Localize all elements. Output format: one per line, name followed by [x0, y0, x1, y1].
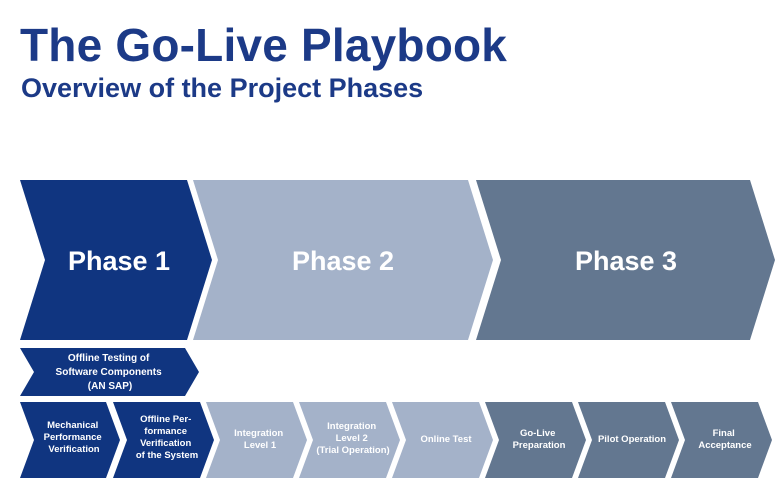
step-chevron-6: [485, 402, 586, 478]
step-1-line-3: Verification: [48, 444, 99, 455]
step-6-line-2: Preparation: [513, 440, 566, 451]
step-2-line-1: Offline Per-: [140, 414, 191, 425]
step-chevron-3: [206, 402, 307, 478]
phase-3-label: Phase 3: [575, 246, 677, 276]
step-label-7: Pilot Operation: [598, 434, 666, 445]
step-chevron-8: [671, 402, 772, 478]
step-5-line-1: Online Test: [420, 434, 472, 445]
subphase-line-2: Software Components: [56, 367, 163, 378]
subphase-chevron: [20, 348, 199, 396]
step-2-line-3: Verification: [140, 438, 191, 449]
step-2-line-4: of the System: [136, 450, 198, 461]
phase-2-label: Phase 2: [292, 246, 394, 276]
step-8-line-2: Acceptance: [698, 440, 751, 451]
step-4-line-1: Integration: [327, 421, 376, 432]
step-8-line-1: Final: [713, 428, 735, 439]
step-chevron-7: [578, 402, 679, 478]
step-label-4: Integration Level 2 (Trial Operation): [316, 421, 389, 456]
phase-1-chevron: [20, 180, 212, 340]
step-label-1: Mechanical Performance Verification: [44, 420, 105, 455]
step-7-line-1: Pilot Operation: [598, 434, 666, 445]
phase-1-label: Phase 1: [68, 246, 170, 276]
step-chevron-1: [20, 402, 120, 478]
step-3-line-2: Level 1: [244, 440, 277, 451]
step-chevron-2: [113, 402, 214, 478]
page-title: The Go-Live Playbook: [20, 19, 508, 71]
step-6-line-1: Go-Live: [520, 428, 555, 439]
subphase-line-3: (AN SAP): [88, 381, 132, 392]
step-1-line-2: Performance: [44, 432, 102, 443]
step-3-line-1: Integration: [234, 428, 283, 439]
subphase-line-1: Offline Testing of: [68, 353, 150, 364]
step-label-8: Final Acceptance: [698, 428, 751, 451]
step-2-line-2: formance: [144, 426, 187, 437]
step-label-3: Integration Level 1: [234, 428, 286, 451]
step-4-line-2: Level 2: [336, 433, 368, 444]
phase-2-chevron: [193, 180, 493, 340]
step-1-line-1: Mechanical: [47, 420, 98, 431]
subphase-label: Offline Testing of Software Components (…: [56, 353, 165, 392]
step-4-line-3: (Trial Operation): [316, 445, 389, 456]
step-chevron-5: [392, 402, 493, 478]
step-label-5: Online Test: [420, 434, 472, 445]
step-label-6: Go-Live Preparation: [513, 428, 566, 451]
step-label-2: Offline Per- formance Verification of th…: [136, 414, 198, 461]
step-chevron-4: [299, 402, 400, 478]
phase-3-chevron: [476, 180, 775, 340]
page-subtitle: Overview of the Project Phases: [21, 73, 424, 103]
